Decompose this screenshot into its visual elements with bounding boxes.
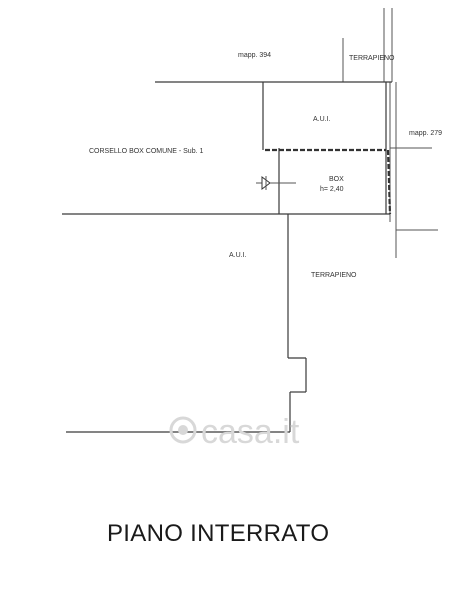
- terrapieno-label-bottom: TERRAPIENO: [311, 272, 357, 279]
- plan-walls: [62, 8, 438, 433]
- corridor-label: CORSELLO BOX COMUNE - Sub. 1: [89, 148, 203, 155]
- beam-line: [386, 149, 392, 215]
- box-height-label: h= 2,40: [320, 186, 344, 193]
- parcel-label-394: mapp. 394: [238, 52, 271, 59]
- aui-label-bottom: A.U.I.: [229, 252, 247, 259]
- aui-label-top: A.U.I.: [313, 116, 331, 123]
- box-label: BOX: [329, 176, 344, 183]
- watermark-logo-icon: [169, 416, 197, 444]
- terrapieno-label-top: TERRAPIENO: [349, 55, 395, 62]
- entrance-arrow-icon: [256, 176, 296, 190]
- plan-title: PIANO INTERRATO: [107, 520, 329, 547]
- watermark-text: casa.it: [201, 413, 300, 451]
- parcel-label-279: mapp. 279: [409, 130, 442, 137]
